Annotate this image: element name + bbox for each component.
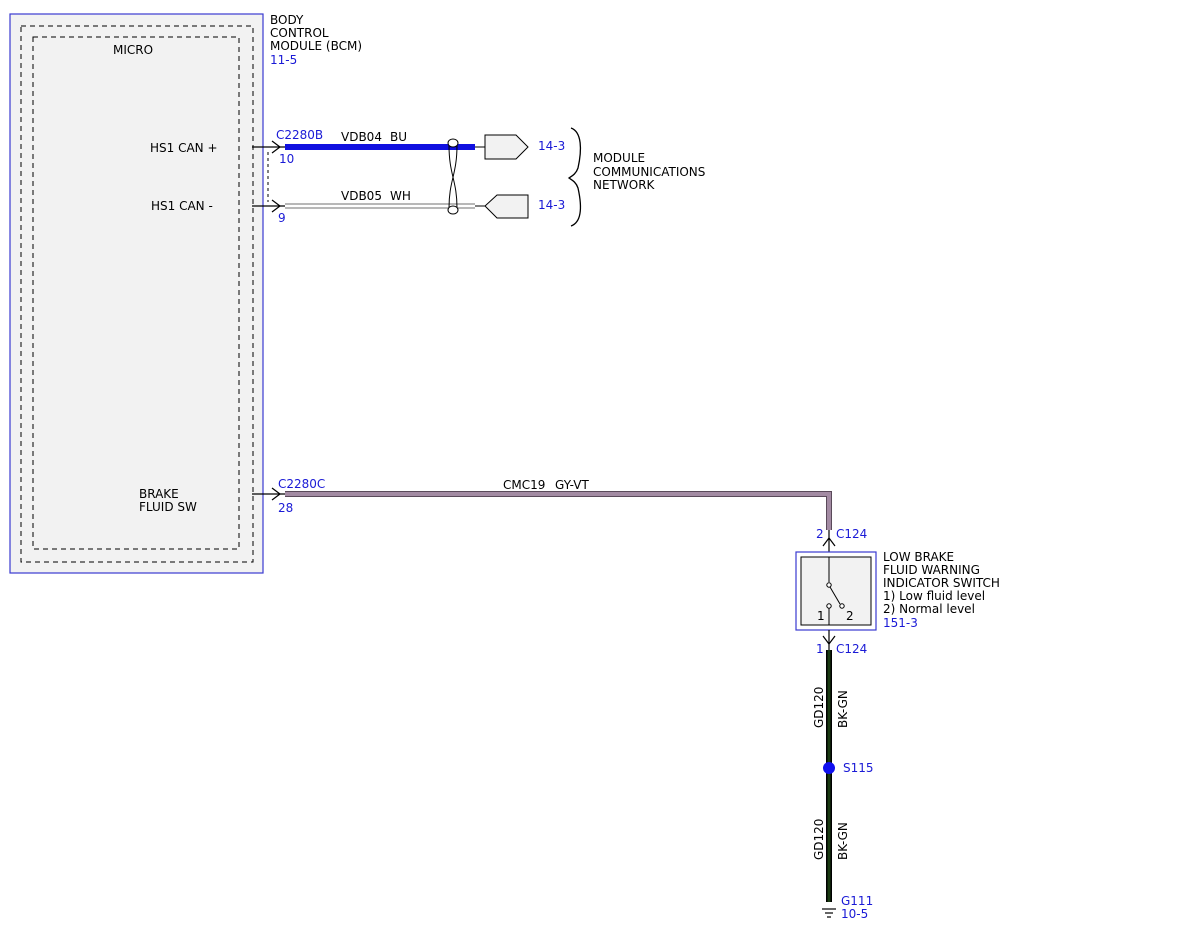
gd120-lower-circuit: GD120 bbox=[812, 819, 826, 860]
c2280c-pin-28: 28 bbox=[278, 501, 293, 515]
brake-fluid-label-1: BRAKE bbox=[139, 487, 179, 501]
can-plus-label: HS1 CAN + bbox=[150, 141, 218, 155]
c124-top-label[interactable]: C124 bbox=[836, 527, 867, 541]
connector-c2280b: C2280B 10 9 bbox=[252, 128, 323, 225]
offpage-connector-plus[interactable]: 14-3 bbox=[475, 134, 565, 160]
offpage-connector-minus[interactable]: 14-3 bbox=[475, 194, 565, 219]
wire-vdb04: VDB04 BU bbox=[285, 130, 475, 150]
switch-body bbox=[800, 556, 872, 626]
switch-description: LOW BRAKE FLUID WARNING INDICATOR SWITCH… bbox=[883, 550, 1000, 630]
c124-bottom-pin: 1 bbox=[816, 642, 824, 656]
vdb05-circuit: VDB05 bbox=[341, 189, 382, 203]
connector-c2280c: C2280C 28 bbox=[252, 477, 325, 515]
brake-fluid-label-2: FLUID SW bbox=[139, 500, 197, 514]
cmc19-circuit: CMC19 bbox=[503, 478, 545, 492]
c2280b-pin-10: 10 bbox=[279, 152, 294, 166]
splice-label: S115 bbox=[843, 761, 874, 775]
offpage-plus-shape bbox=[484, 134, 529, 160]
vdb05-color: WH bbox=[390, 189, 411, 203]
bcm-title-line-2: CONTROL bbox=[270, 26, 329, 40]
switch-inner-pin-2: 2 bbox=[846, 609, 854, 623]
vdb04-color: BU bbox=[390, 130, 407, 144]
network-brace: MODULE COMMUNICATIONS NETWORK bbox=[567, 127, 705, 227]
bcm-outline bbox=[9, 13, 264, 574]
wire-cmc19-line bbox=[285, 491, 832, 530]
cmc19-color: GY-VT bbox=[555, 478, 589, 492]
switch-label-4: 1) Low fluid level bbox=[883, 589, 985, 603]
pin-10-arrow bbox=[271, 140, 281, 154]
bcm-title: BODY CONTROL MODULE (BCM) 11-5 bbox=[270, 13, 362, 67]
c124-bottom-label[interactable]: C124 bbox=[836, 642, 867, 656]
offpage-plus-ref[interactable]: 14-3 bbox=[538, 139, 565, 153]
micro-label: MICRO bbox=[113, 43, 153, 57]
network-label-1: MODULE bbox=[593, 151, 645, 165]
bcm-ref[interactable]: 11-5 bbox=[270, 53, 297, 67]
c124-bottom: 1 C124 bbox=[816, 630, 867, 656]
twisted-pair-symbol bbox=[447, 138, 459, 215]
c2280b-pin-9: 9 bbox=[278, 211, 286, 225]
offpage-minus-ref[interactable]: 14-3 bbox=[538, 198, 565, 212]
gd120-lower-color: BK-GN bbox=[836, 822, 850, 860]
brake-fluid-switch[interactable]: 1 2 bbox=[795, 551, 877, 631]
wire-cmc19: CMC19 GY-VT bbox=[285, 478, 832, 530]
pin-28-arrow bbox=[271, 487, 281, 501]
wire-gd120: GD120 BK-GN GD120 BK-GN bbox=[812, 650, 850, 902]
bcm-inner-dashed bbox=[20, 25, 254, 563]
bcm-module: MICRO HS1 CAN + HS1 CAN - BRAKE FLUID SW bbox=[9, 13, 264, 574]
switch-label-3: INDICATOR SWITCH bbox=[883, 576, 1000, 590]
can-minus-label: HS1 CAN - bbox=[151, 199, 213, 213]
network-label-3: NETWORK bbox=[593, 178, 656, 192]
switch-ref[interactable]: 151-3 bbox=[883, 616, 918, 630]
c2280b-label[interactable]: C2280B bbox=[276, 128, 323, 142]
offpage-minus-shape bbox=[484, 194, 529, 219]
wire-vdb05: VDB05 WH bbox=[285, 189, 475, 209]
vdb04-circuit: VDB04 bbox=[341, 130, 382, 144]
switch-label-5: 2) Normal level bbox=[883, 602, 975, 616]
bcm-title-line-3: MODULE (BCM) bbox=[270, 39, 362, 53]
c2280c-label[interactable]: C2280C bbox=[278, 477, 325, 491]
network-label-2: COMMUNICATIONS bbox=[593, 165, 705, 179]
gd120-upper-circuit: GD120 bbox=[812, 687, 826, 728]
switch-inner-pin-1: 1 bbox=[817, 609, 825, 623]
ground-label: G111 bbox=[841, 894, 873, 908]
pin-9-arrow bbox=[271, 199, 281, 213]
micro-dashed bbox=[32, 36, 240, 550]
gd120-upper-color: BK-GN bbox=[836, 690, 850, 728]
switch-arm bbox=[829, 586, 841, 605]
splice-dot bbox=[823, 762, 835, 774]
ground-ref[interactable]: 10-5 bbox=[841, 907, 868, 921]
c124-top-pin: 2 bbox=[816, 527, 824, 541]
bcm-title-line-1: BODY bbox=[270, 13, 304, 27]
switch-label-2: FLUID WARNING bbox=[883, 563, 980, 577]
splice-s115[interactable]: S115 bbox=[823, 761, 874, 775]
ground-g111[interactable]: G111 10-5 bbox=[822, 894, 873, 921]
switch-label-1: LOW BRAKE bbox=[883, 550, 954, 564]
